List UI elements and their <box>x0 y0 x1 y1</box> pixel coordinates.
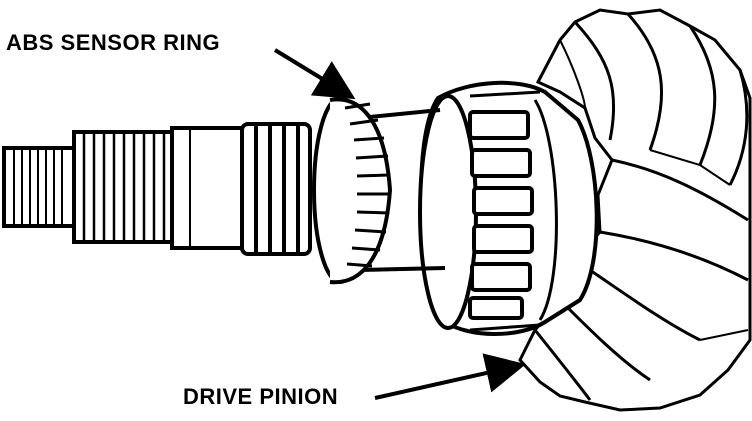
abs-sensor-ring <box>312 96 393 285</box>
roller-bearing <box>418 80 599 336</box>
drive-pinion-leader-arrow <box>374 353 526 400</box>
abs-sensor-ring-label: ABS SENSOR RING <box>6 30 221 55</box>
pinion-shaft <box>2 108 446 272</box>
abs-ring-leader-arrow <box>273 48 356 100</box>
drive-pinion-gear <box>518 8 752 412</box>
drive-pinion-label: DRIVE PINION <box>183 384 339 409</box>
